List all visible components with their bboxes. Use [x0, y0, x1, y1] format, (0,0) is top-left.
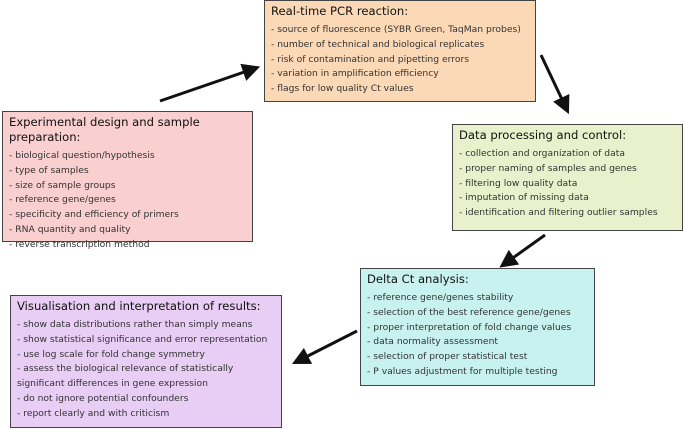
list-item: - type of samples: [9, 164, 89, 176]
pcr-reaction-list: - source of fluorescence (SYBR Green, Ta…: [271, 23, 529, 97]
list-item: - flags for low quality Ct values: [271, 83, 414, 95]
list-item: - reference gene/genes stability: [367, 292, 514, 303]
delta-ct-box: Delta Ct analysis: - reference gene/gene…: [360, 268, 595, 386]
experimental-design-title: Experimental design and sample preparati…: [9, 115, 200, 144]
list-item: - reverse transcription method: [9, 238, 150, 250]
list-item: - biological question/hypothesis: [9, 150, 155, 161]
list-item: - filtering low quality data: [459, 177, 578, 189]
list-item: - do not ignore potential confounders: [17, 392, 189, 404]
list-item: - show data distributions rather than si…: [17, 319, 253, 330]
list-item: - identification and filtering outlier s…: [459, 207, 658, 219]
pcr-reaction-title: Real-time PCR reaction:: [271, 4, 409, 18]
list-item: - proper naming of samples and genes: [459, 162, 637, 174]
list-item: - RNA quantity and quality: [9, 223, 131, 235]
pcr-reaction-box: Real-time PCR reaction: - source of fluo…: [264, 0, 536, 102]
list-item: - report clearly and with criticism: [17, 407, 170, 419]
list-item: - imputation of missing data: [459, 192, 589, 204]
list-item: - number of technical and biological rep…: [271, 38, 485, 50]
arrow-delta-to-visual: [291, 329, 358, 365]
arrow-design-to-pcr: [159, 63, 261, 103]
list-item: - use log scale for fold change symmetry: [17, 348, 205, 360]
delta-ct-title: Delta Ct analysis:: [367, 272, 469, 286]
arrow-pcr-to-data: [539, 54, 570, 115]
list-item: - proper interpretation of fold change v…: [367, 321, 572, 333]
arrow-data-to-delta: [499, 233, 546, 268]
delta-ct-list: - reference gene/genes stability - selec…: [367, 291, 588, 380]
visualisation-title: Visualisation and interpretation of resu…: [17, 299, 261, 313]
list-item: - variation in amplification efficiency: [271, 68, 439, 80]
data-processing-list: - collection and organization of data - …: [459, 147, 676, 221]
list-item: - specificity and efficiency of primers: [9, 209, 179, 221]
experimental-design-list: - biological question/hypothesis - type …: [9, 149, 246, 253]
visualisation-box: Visualisation and interpretation of resu…: [10, 295, 282, 428]
data-processing-box: Data processing and control: - collectio…: [452, 124, 683, 231]
list-item: - assess the biological relevance of sta…: [17, 363, 234, 390]
list-item: - size of sample groups: [9, 179, 116, 191]
data-processing-title: Data processing and control:: [459, 128, 627, 142]
list-item: - source of fluorescence (SYBR Green, Ta…: [271, 24, 521, 35]
list-item: - P values adjustment for multiple testi…: [367, 365, 558, 377]
list-item: - show statistical significance and erro…: [17, 333, 268, 345]
list-item: - collection and organization of data: [459, 148, 625, 159]
experimental-design-box: Experimental design and sample preparati…: [2, 111, 253, 250]
list-item: - risk of contamination and pipetting er…: [271, 53, 470, 65]
list-item: - data normality assessment: [367, 336, 499, 348]
list-item: - selection of the best reference gene/g…: [367, 306, 571, 318]
list-item: - selection of proper statistical test: [367, 351, 528, 363]
list-item: - reference gene/genes: [9, 194, 116, 206]
visualisation-list: - show data distributions rather than si…: [17, 318, 275, 422]
